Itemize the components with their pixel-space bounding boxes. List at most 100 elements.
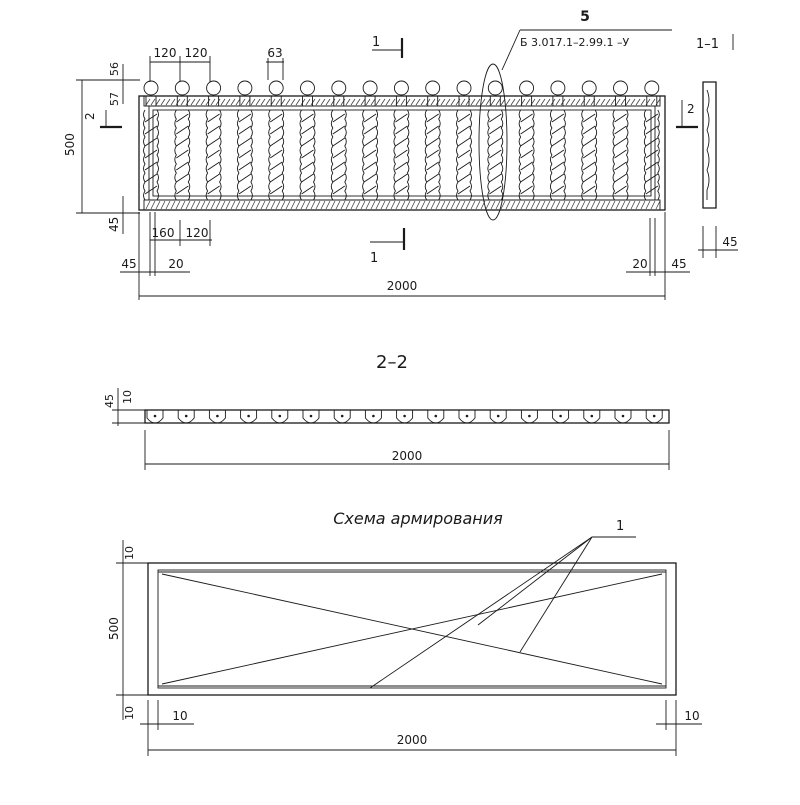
baluster-section [302,410,320,424]
baluster-edge-left [299,109,303,201]
baluster [330,80,347,201]
hatch-stroke [335,200,341,210]
hatch-stroke [390,98,396,106]
hatch-stroke [365,200,371,210]
baluster-twist [582,173,596,183]
rebar-dot [184,414,188,418]
hatch-stroke [645,200,651,210]
baluster-twist [301,149,314,159]
baluster-edge-left [205,109,209,201]
dim-section-length: 2000 [392,449,423,463]
hatch-stroke [650,200,656,210]
hatch-stroke [160,200,166,210]
baluster-edge-right [563,109,566,201]
section-2-2-outline [144,409,670,424]
baluster-edge-right [625,109,629,201]
hatch-stroke [605,98,611,106]
rebar-dot [465,414,469,418]
baluster-section [396,410,414,424]
hatch-stroke [385,98,391,106]
hatch-stroke [310,200,316,210]
baluster-twist [520,161,533,171]
hatch-stroke [445,98,451,106]
hatch-stroke [255,98,261,106]
hatch-stroke [520,200,526,210]
baluster-cap [550,80,566,96]
hatch-stroke [290,200,296,210]
dim-reinforcement-right-10: 10 [684,709,699,723]
hatch-stroke [575,98,581,106]
baluster-neck [145,95,157,107]
hatch-stroke [190,98,196,106]
hatch-stroke [425,200,431,210]
baluster-twist [614,185,627,195]
hatch-stroke [505,98,511,106]
hatch-stroke [620,200,626,210]
hatch-stroke [235,98,241,106]
dim-reinforcement-length: 2000 [397,733,428,747]
hatch-stroke [470,98,476,106]
hatch-stroke [375,98,381,106]
hatch-stroke [380,200,386,210]
baluster-twist [582,185,596,195]
baluster-twist [176,161,189,171]
baluster-twist [426,185,439,195]
dim-left-120: 120 [186,226,209,240]
baluster-section [552,410,570,424]
hatch-stroke [275,200,281,210]
baluster-edge-right [532,109,535,201]
dim-reinforcement-top-10: 10 [123,546,136,560]
baluster-twist [645,173,659,183]
hatch-stroke [260,200,266,210]
hatch-stroke [215,98,221,106]
baluster-neck [239,95,251,107]
hatch-stroke [525,98,531,106]
baluster-twist [176,149,189,159]
callout-reference: Б 3.017.1–2.99.1 –У [520,36,630,49]
dim-post-width: 63 [267,46,282,60]
baluster-twist [363,137,377,147]
hatch-stroke [230,200,236,210]
baluster-neck [333,95,345,107]
hatch-stroke [595,200,601,210]
hatch-stroke [320,98,326,106]
hatch-stroke [205,200,211,210]
baluster-twist [489,137,502,147]
hatch-stroke [500,98,506,106]
baluster-edge-right [500,109,504,201]
baluster-twist [614,113,627,123]
hatch-stroke [510,98,516,106]
hatch-stroke [480,98,486,106]
hatch-stroke [590,200,596,210]
hatch-stroke [450,200,456,210]
baluster-twist [395,161,408,171]
baluster-twist [582,149,596,159]
baluster-section [177,410,195,424]
rail-hatching [145,98,661,210]
hatch-stroke [415,98,421,106]
hatch-stroke [300,98,306,106]
baluster-neck [395,95,407,107]
hatch-stroke [315,200,321,210]
baluster-cap [331,80,347,96]
baluster-edge-right [219,109,222,201]
hatch-stroke [455,200,461,210]
baluster-neck [270,95,282,107]
baluster-edge-right [281,109,285,201]
baluster-twist [301,125,314,135]
rebar-leader-a [369,536,593,689]
hatch-stroke [610,98,616,106]
baluster-twist [269,113,283,123]
rebar-dot [340,414,344,418]
hatch-stroke [500,200,506,210]
hatch-stroke [465,200,471,210]
dim-post-spacing-b: 120 [185,46,208,60]
hatch-stroke [545,200,551,210]
baluster-twist [489,161,502,171]
hatch-stroke [450,98,456,106]
baluster-section [458,410,476,424]
hatch-stroke [220,200,226,210]
baluster-cap [613,80,628,96]
baluster [362,80,379,201]
hatch-stroke [325,200,331,210]
